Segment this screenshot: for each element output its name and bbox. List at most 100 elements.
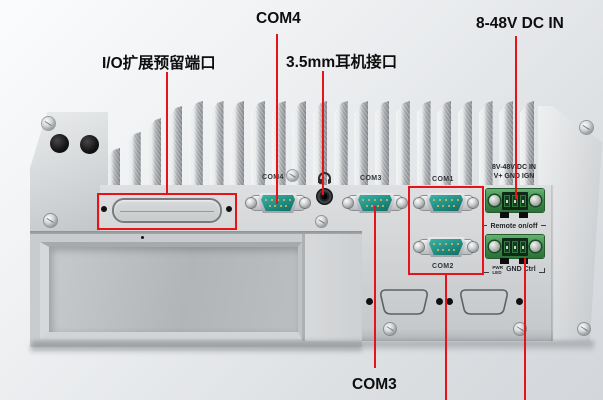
bracket-mark [538, 268, 545, 274]
heatsink-fin [520, 101, 534, 186]
remote-terminal-block [486, 235, 544, 264]
screw [42, 117, 55, 130]
callout-line-remote [524, 257, 526, 400]
bracket-mark [483, 268, 490, 274]
dsub-screw [468, 242, 478, 252]
annotation-com4: COM4 [256, 10, 301, 27]
com4-port [246, 190, 310, 216]
screw [384, 323, 396, 335]
heatsink-fin [457, 101, 472, 186]
terminal-screw [489, 194, 500, 206]
antenna-hole [50, 134, 69, 153]
plate-screw-hole [101, 206, 107, 212]
heatsink-fin [230, 101, 245, 186]
cutout-screw-hole [436, 298, 443, 305]
terminal-tab [519, 212, 528, 218]
bay-shadow [30, 346, 362, 354]
callout-line-dc-in [515, 36, 517, 199]
annotation-dc-in: 8-48V DC IN [476, 15, 564, 32]
terminal-pins [502, 237, 528, 256]
terminal-pin [511, 240, 519, 253]
terminal-screw [530, 194, 541, 206]
heatsink-fin [250, 101, 265, 186]
dsub-screw [300, 198, 310, 208]
remote-terminal-text: Remote on/off [472, 223, 556, 232]
terminal-pin [503, 194, 511, 207]
terminal-tab [519, 258, 528, 264]
terminal-tab [500, 258, 509, 264]
callout-box-com1-com2 [408, 186, 484, 275]
annotation-io-expansion: I/O扩展预留端口 [102, 55, 216, 72]
heatsink-fin [354, 101, 369, 186]
dsub-insert [429, 239, 463, 255]
screw [580, 121, 593, 134]
bracket-mark [482, 224, 488, 230]
remote-terminal-title: Remote on/off [490, 223, 538, 230]
dsub-pins [429, 240, 463, 254]
heatsink-fin [209, 101, 224, 186]
dsub-screw [414, 242, 424, 252]
chassis-left-block [30, 112, 108, 234]
device-com1-label: COM1 [432, 176, 454, 183]
dsub-insert [429, 195, 463, 211]
pwr-led-stack: PWR LED [492, 265, 504, 275]
heatsink-fin [188, 101, 203, 186]
heatsink-fin [333, 101, 348, 186]
heatsink-fin [126, 132, 141, 186]
blank-dsub-cutout [460, 289, 508, 315]
antenna-hole [80, 135, 99, 154]
dsub-pins [358, 196, 392, 210]
heatsink-fin [147, 118, 162, 186]
com1-port [414, 190, 478, 216]
heatsink-fin [375, 101, 390, 186]
callout-line-com1-com2 [445, 274, 447, 400]
dsub-pins [261, 196, 295, 210]
vent-hole [141, 236, 144, 239]
dsub-insert [358, 195, 392, 211]
terminal-screw [489, 240, 500, 252]
blank-dsub-cutout [380, 289, 428, 315]
led-text: LED [492, 269, 502, 275]
com2-port [414, 234, 478, 260]
dc-terminal-line2: V+ GND IGN [493, 172, 535, 180]
terminal-screw [530, 240, 541, 252]
dc-terminal-line1: 8V-48V DC IN [492, 164, 536, 171]
terminal-pins [502, 191, 528, 210]
heatsink-fin [292, 101, 307, 186]
dc-terminal-text: 8V-48V DC IN V+ GND IGN [474, 164, 554, 181]
heatsink-fin [168, 106, 183, 186]
screw [316, 216, 327, 227]
chassis-edge-shadow [551, 185, 554, 341]
heatsink-fin [437, 101, 452, 186]
headphone-jack [316, 188, 333, 205]
heatsink-fin [106, 148, 120, 186]
terminal-pin [519, 194, 527, 207]
callout-box-io-expansion [97, 193, 237, 230]
pwr-text: PWR [492, 265, 504, 270]
screw [578, 323, 590, 335]
callout-line-io-expansion [166, 72, 168, 193]
device-com2-label: COM2 [432, 263, 454, 270]
chassis-seam [30, 231, 362, 236]
expansion-bay-interior [40, 242, 302, 339]
gnd-ctrl-text: GND Ctrl [506, 266, 536, 274]
callout-line-com3 [374, 206, 376, 368]
io-expansion-blank-plate [112, 198, 222, 223]
expansion-bay-column [302, 234, 362, 341]
dsub-insert [261, 195, 295, 211]
cutout-screw-hole [366, 298, 373, 305]
device-com3-label: COM3 [360, 175, 382, 182]
terminal-pin [503, 240, 511, 253]
heatsink-fin [395, 101, 410, 186]
device-shadow [32, 341, 594, 352]
remote-pin-text: PWR LED GND Ctrl [472, 265, 556, 275]
screw [44, 214, 57, 227]
dsub-screw [397, 198, 407, 208]
annotation-com3: COM3 [352, 376, 397, 393]
heatsink-fin [478, 101, 493, 186]
annotation-audio: 3.5mm耳机接口 [286, 54, 398, 71]
headphone-icon [318, 172, 331, 184]
cutout-screw-hole [516, 298, 523, 305]
callout-line-audio [322, 71, 324, 195]
